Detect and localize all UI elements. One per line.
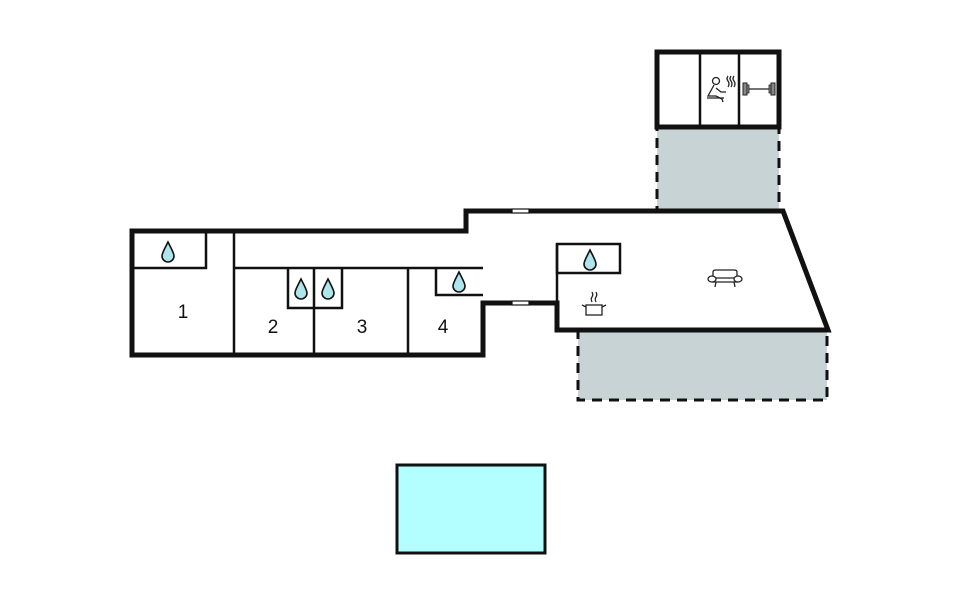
water-drop-icon: [583, 248, 597, 271]
room-1-label: 1: [178, 302, 189, 323]
house-outer-wall: [129, 208, 832, 358]
water-drop-icon: [321, 277, 335, 300]
water-drop-icon: [294, 277, 308, 300]
window-north: [511, 208, 530, 214]
cooking-pot-icon: [581, 291, 607, 316]
water-drop-icon: [452, 270, 466, 293]
room-3-label: 3: [357, 317, 368, 338]
window-corridor: [511, 300, 530, 306]
sauna-icon: [706, 75, 736, 103]
wellness-annex: [654, 49, 782, 130]
room-4-label: 4: [438, 317, 449, 338]
terrace-bottom: [576, 328, 829, 402]
fitness-dumbbell-icon: [742, 82, 776, 96]
swimming-pool: [395, 463, 547, 555]
terrace-top: [655, 125, 781, 213]
water-drop-icon: [161, 240, 175, 263]
sofa-armchair-icon: [707, 269, 743, 288]
room-2-label: 2: [268, 317, 279, 338]
